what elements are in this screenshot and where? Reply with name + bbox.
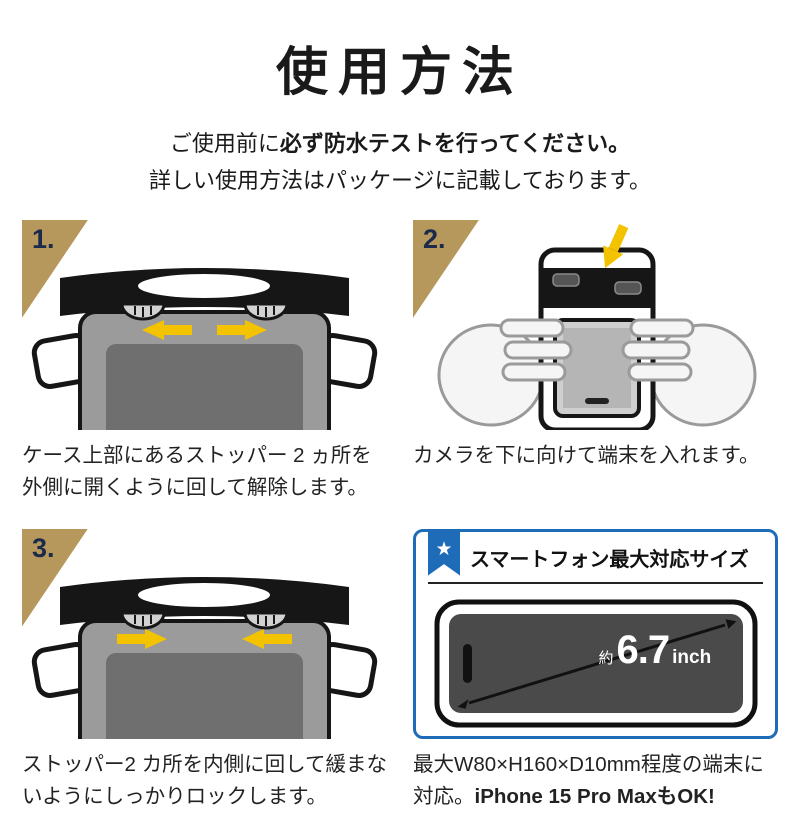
step-2-caption: カメラを下に向けて端末を入れます。: [413, 443, 760, 467]
lead-line-2: 詳しい使用方法はパッケージに記載しております。: [148, 168, 652, 194]
star-ribbon-icon: ★: [428, 531, 460, 576]
phone-outline-illustration: [434, 599, 757, 728]
lead-line-1: ご使用前に必ず防水テストを行ってください。: [169, 131, 631, 156]
size-value: 6.7: [616, 627, 671, 672]
step-1-caption: ケース上部にあるストッパー 2 ヵ所を外側に開くように回して解除します。: [22, 443, 372, 500]
step-2-number: 2.: [423, 223, 446, 254]
approx-label: 約: [598, 649, 614, 667]
step-3-caption: ストッパー2 カ所を内側に回して緩まないようにしっかりロックします。: [22, 752, 387, 808]
outward-arrows-icon: [142, 319, 267, 340]
steps-grid: 1.: [22, 219, 778, 813]
case-top-lock-illustration: [31, 576, 378, 739]
camera-notch-icon: [462, 643, 472, 683]
inward-arrows-icon: [117, 628, 292, 649]
lead-text: ご使用前に必ず防水テストを行ってください。 詳しい使用方法はパッケージに記載して…: [0, 125, 800, 200]
step-1-number: 1.: [32, 223, 55, 254]
max-size-caption: 最大W80×H160×D10mm程度の端末に対応。iPhone 15 Pro M…: [413, 749, 778, 813]
phone-size-illustration: 約 6.7 inch: [431, 596, 761, 736]
step-3-illustration: 3.: [22, 528, 387, 739]
case-top-open-illustration: [31, 267, 378, 430]
step-2-illustration: 2.: [413, 219, 778, 430]
star-icon: ★: [435, 538, 453, 560]
lead-bold: 必ず防水テストを行ってください。: [279, 131, 631, 156]
step-2-panel: 2.: [413, 219, 778, 505]
max-size-title: スマートフォン最大対応サイズ: [470, 549, 749, 572]
diagonal-size-arrow-icon: [457, 618, 736, 709]
size-unit: inch: [672, 646, 712, 668]
fingers-illustration: [499, 318, 695, 382]
step-1-panel: 1.: [22, 219, 387, 505]
step-3-panel: 3.: [22, 528, 387, 813]
down-arrow-icon: [603, 223, 629, 268]
size-label: 約 6.7 inch: [599, 630, 712, 670]
max-size-header: ★ スマートフォン最大対応サイズ: [428, 531, 763, 584]
page-title: 使用方法: [275, 44, 524, 102]
insert-phone-illustration: [437, 223, 757, 430]
step-3-number: 3.: [32, 532, 55, 563]
step-1-illustration: 1.: [22, 219, 387, 430]
size-caption-bold: iPhone 15 Pro MaxもOK!: [474, 784, 715, 808]
max-size-box: ★ スマートフォン最大対応サイズ: [413, 528, 778, 739]
max-size-panel: ★ スマートフォン最大対応サイズ: [413, 528, 778, 813]
